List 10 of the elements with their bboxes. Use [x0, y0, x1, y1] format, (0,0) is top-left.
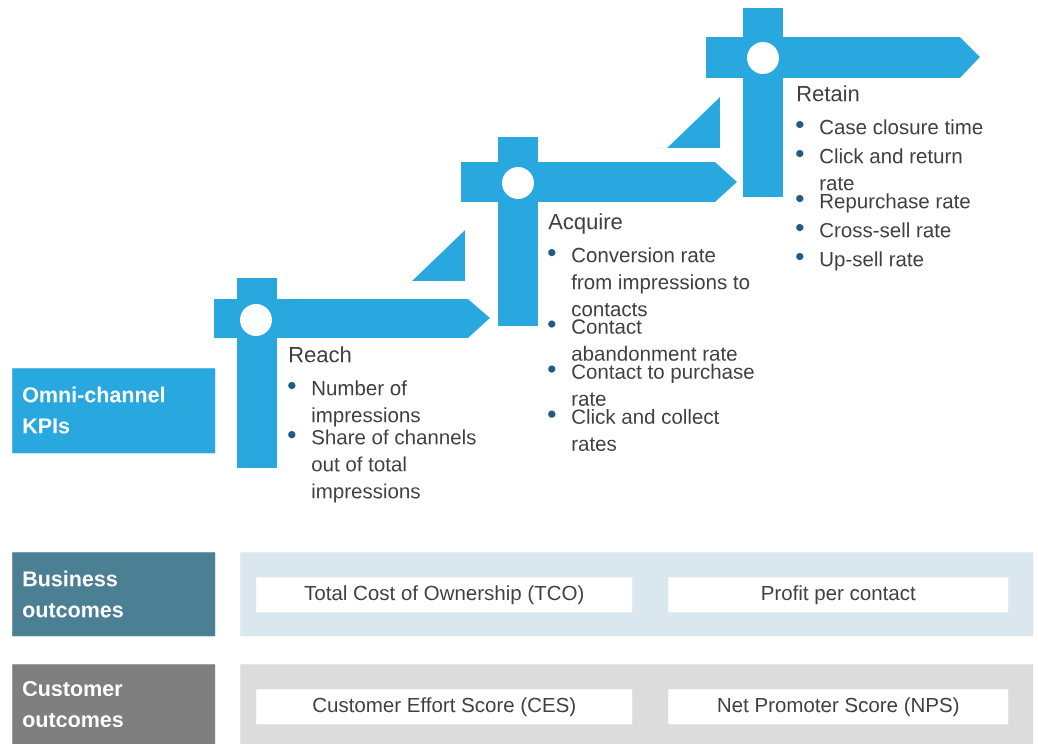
metric-box: Customer Effort Score (CES) [256, 689, 633, 725]
category-box: Omni-channel KPIs [12, 368, 216, 454]
metric-box: Profit per contact [668, 577, 1009, 613]
stage-list: Reach Number of impressions Share of channels out of total impressions [288, 346, 476, 503]
category-box: Customer outcomes [12, 664, 216, 744]
stage-list: Acquire Conversion rate from impressions to contacts Contact abandonment rate Contact to purchase rate Click and collect rates [548, 213, 754, 451]
category-box: Business outcomes [12, 552, 216, 637]
metric-box: Net Promoter Score (NPS) [668, 689, 1009, 725]
metric-box: Total Cost of Ownership (TCO) [256, 577, 633, 613]
stage-list: Retain Case closure time Click and return rate Repurchase rate Cross-sell rate Up-sell rate [796, 85, 983, 271]
